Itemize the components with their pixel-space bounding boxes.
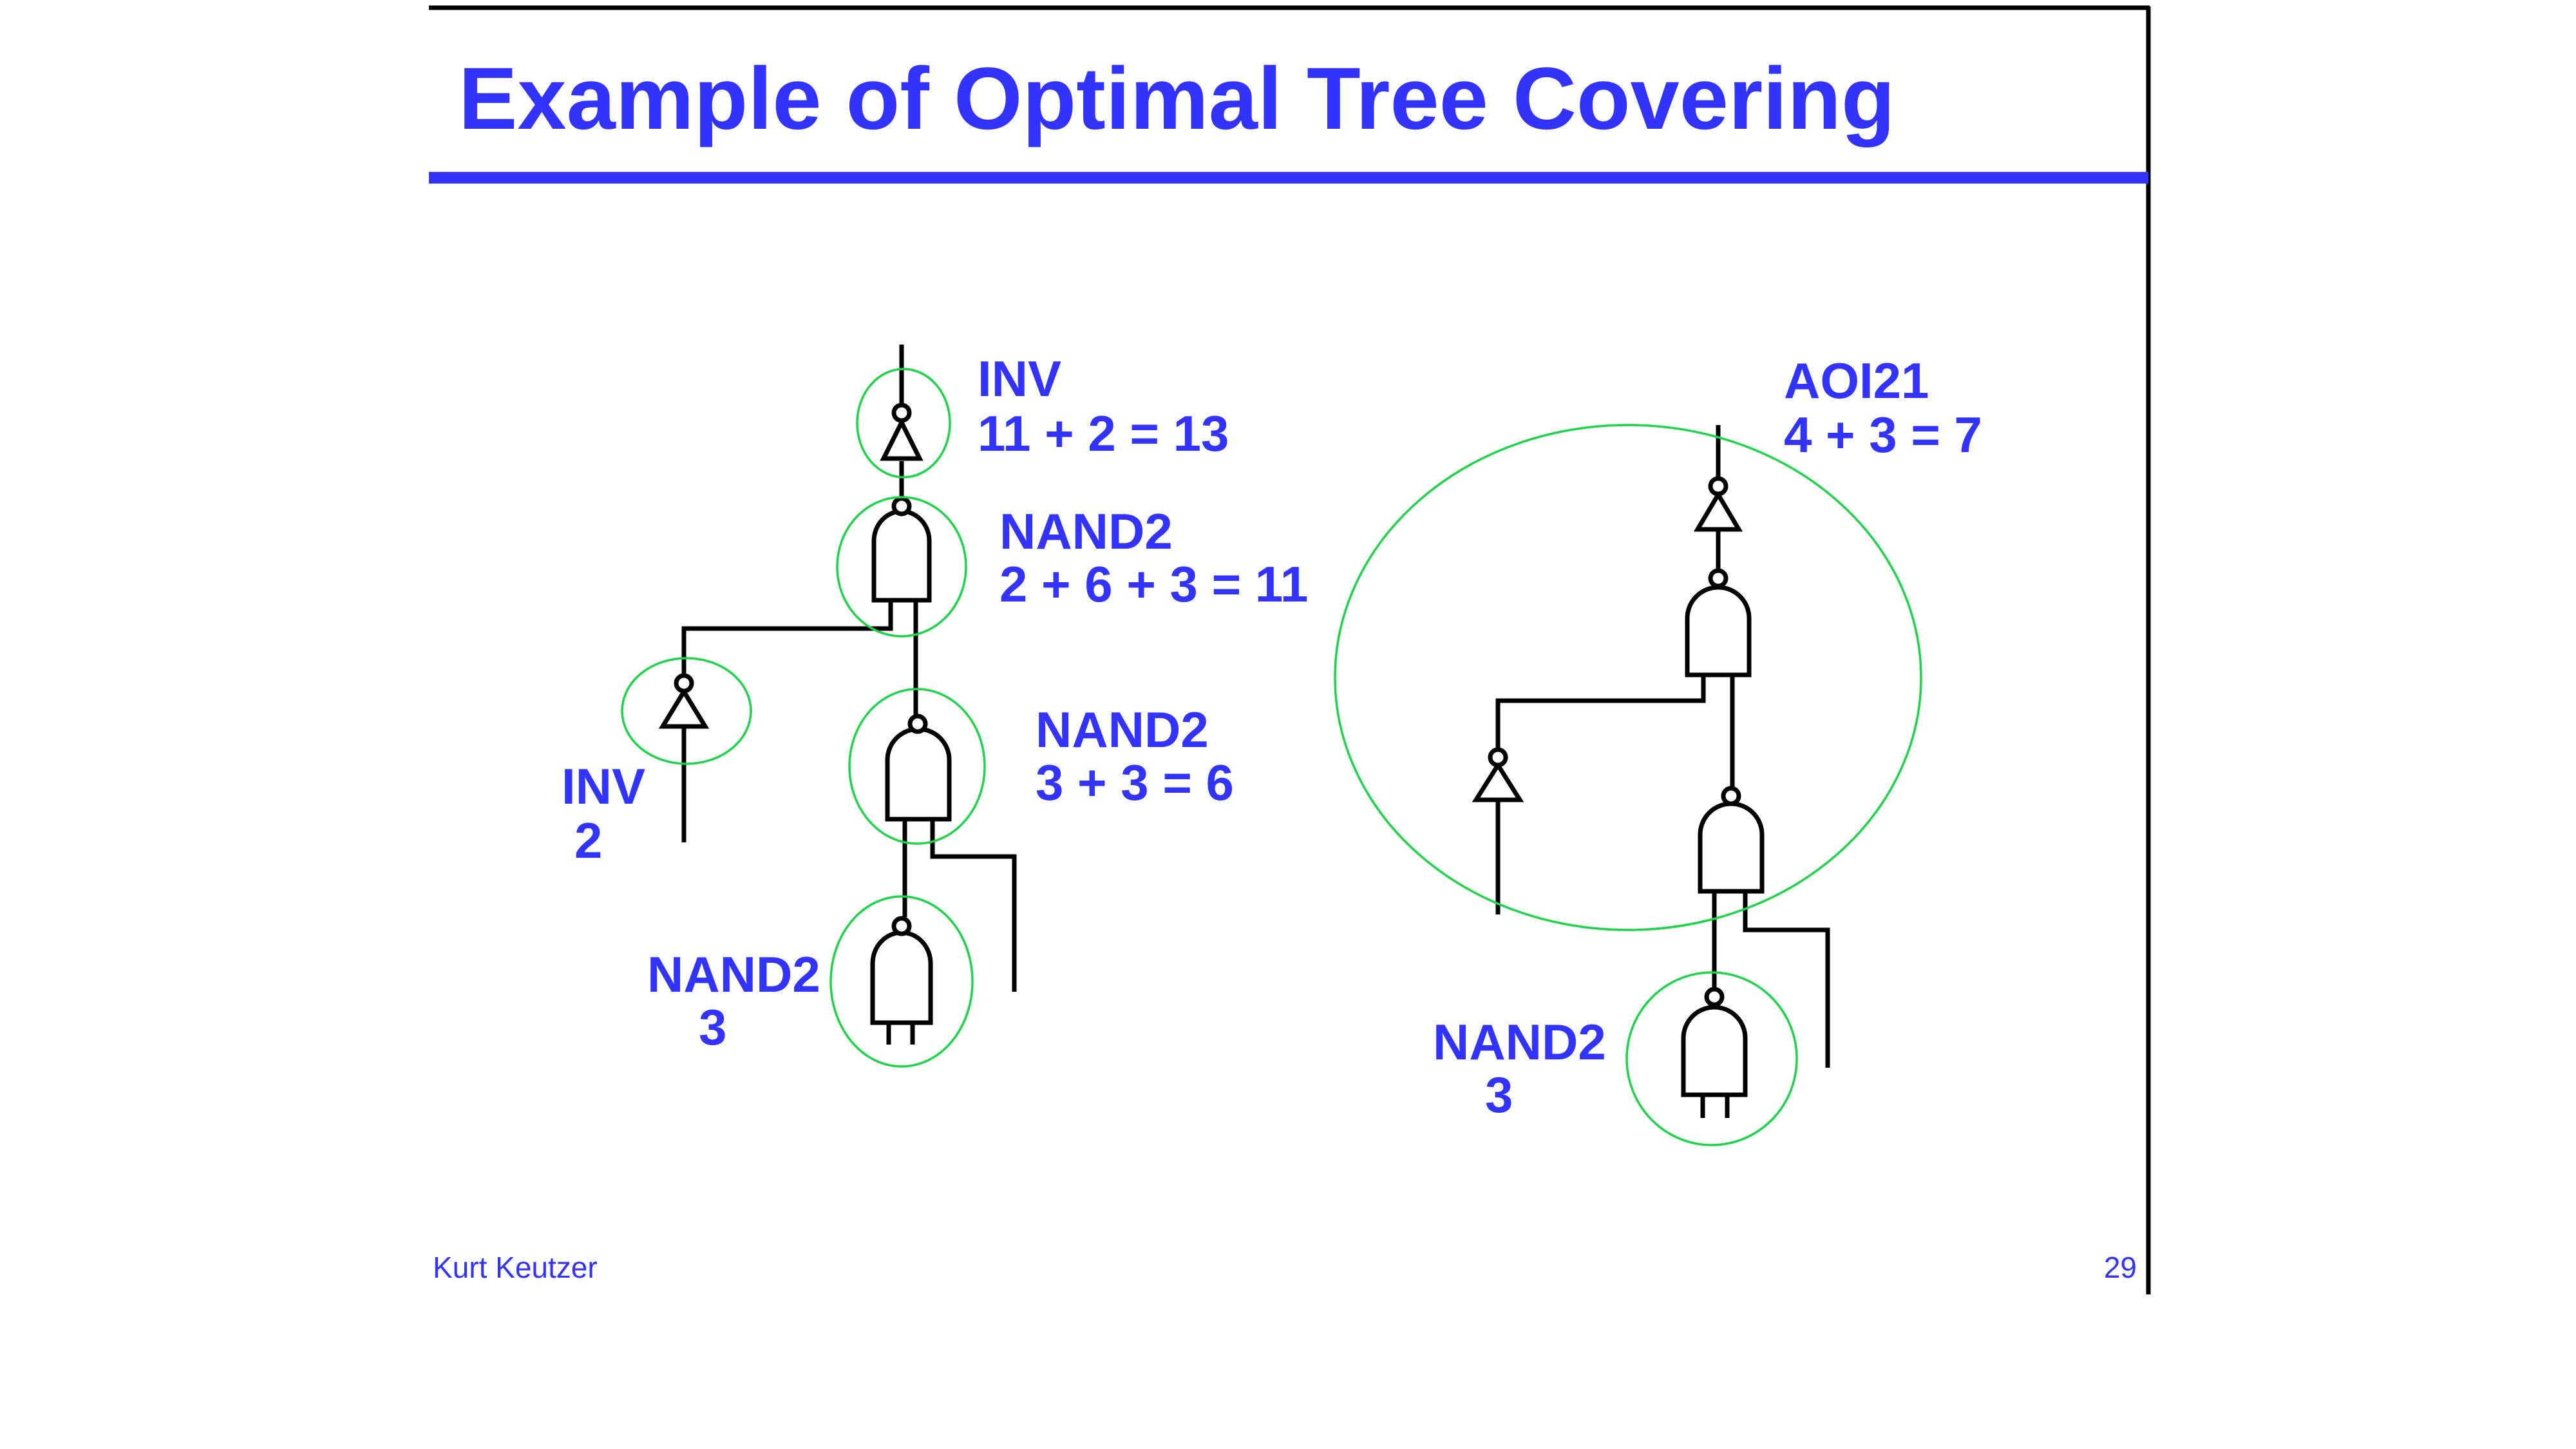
left-top-inv-cover-ring [856, 368, 951, 478]
left-mid-nand-right-input-wire [930, 819, 1017, 992]
right-middle-nand2-gate [1698, 786, 1765, 894]
left-middle-nand2-gate [885, 714, 952, 822]
left-top-inv-cost: 11 + 2 = 13 [978, 405, 1229, 462]
right-top-inverter-gate [1693, 476, 1743, 532]
right-aoi21-label: AOI21 [1784, 352, 1929, 409]
page-title: Example of Optimal Tree Covering [459, 50, 1895, 148]
right-bottom-nand2-cover-ring [1625, 971, 1798, 1146]
left-upper-nand2-cover-ring [836, 496, 967, 638]
footer-author: Kurt Keutzer [433, 1251, 598, 1284]
right-tree: AOI21 4 + 3 = 7 NAND2 3 [1334, 352, 1982, 1146]
left-bottom-nand2-gate [870, 916, 933, 1025]
left-top-inv-label: INV [978, 350, 1061, 407]
left-middle-nand2-cost: 3 + 3 = 6 [1036, 754, 1234, 811]
right-side-inverter-gate [1472, 747, 1524, 802]
left-side-inv-cost: 2 [574, 812, 602, 869]
left-upper-nand2-label: NAND2 [999, 503, 1173, 560]
left-side-inv-label: INV [562, 758, 645, 815]
right-bottom-nand2-gate [1681, 987, 1748, 1097]
left-bottom-nand2-cover-ring [829, 895, 974, 1068]
left-top-inverter-gate [880, 402, 923, 461]
right-bottom-nand2-label: NAND2 [1433, 1014, 1606, 1070]
right-aoi21-cost: 4 + 3 = 7 [1784, 406, 1982, 463]
left-upper-nand2-gate [871, 496, 932, 603]
left-tree: INV 11 + 2 = 13 NAND2 2 + 6 + 3 = 11 NAN… [562, 345, 1308, 1068]
left-side-inverter-gate [658, 673, 710, 729]
right-nand-left-input-wire [1495, 675, 1706, 751]
right-mid-nand-right-input-wire [1743, 891, 1830, 1068]
right-aoi21-cover-ring [1334, 424, 1922, 931]
footer-page-number: 29 [2104, 1251, 2137, 1284]
left-upper-nand2-cost: 2 + 6 + 3 = 11 [999, 556, 1308, 612]
left-nand-left-input-wire [681, 592, 893, 675]
right-upper-nand2-gate [1685, 568, 1752, 677]
left-side-inv-cover-ring [621, 657, 752, 765]
left-bottom-nand2-cost: 3 [699, 999, 726, 1056]
left-middle-nand2-label: NAND2 [1036, 701, 1209, 758]
left-bottom-nand2-label: NAND2 [647, 946, 820, 1003]
right-bottom-nand2-cost: 3 [1485, 1066, 1513, 1123]
left-middle-nand2-cover-ring [848, 688, 986, 845]
